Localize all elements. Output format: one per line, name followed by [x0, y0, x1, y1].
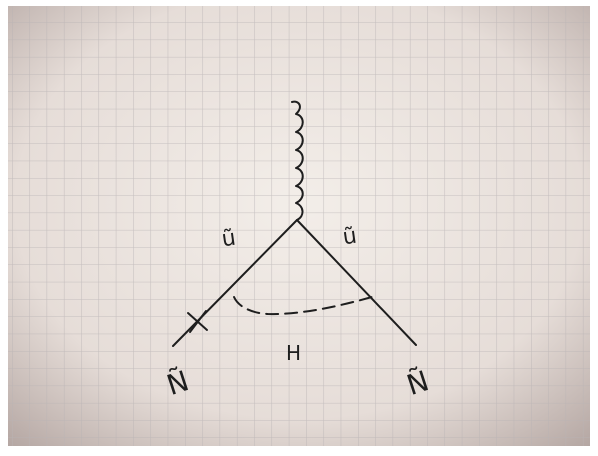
graph-paper	[8, 6, 590, 446]
cross-mark	[187, 310, 208, 333]
dashed-loop-line	[233, 296, 373, 316]
fermion-line-left	[172, 219, 298, 347]
diagram-ink	[172, 100, 417, 347]
label-left-upper: ũ	[220, 226, 237, 253]
gluon-line	[291, 100, 304, 221]
label-loop: H	[286, 341, 301, 365]
label-right-upper: ũ	[341, 224, 358, 251]
fermion-line-right	[296, 219, 417, 346]
